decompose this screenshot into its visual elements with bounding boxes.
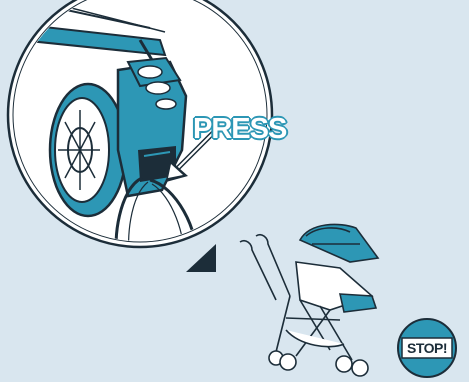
- stop-sign-label: STOP!: [400, 340, 454, 356]
- direction-triangle-icon: [186, 244, 216, 272]
- press-label: PRESS: [193, 113, 286, 146]
- stroller-overview: [240, 224, 378, 376]
- stroller-wheel: [50, 84, 126, 216]
